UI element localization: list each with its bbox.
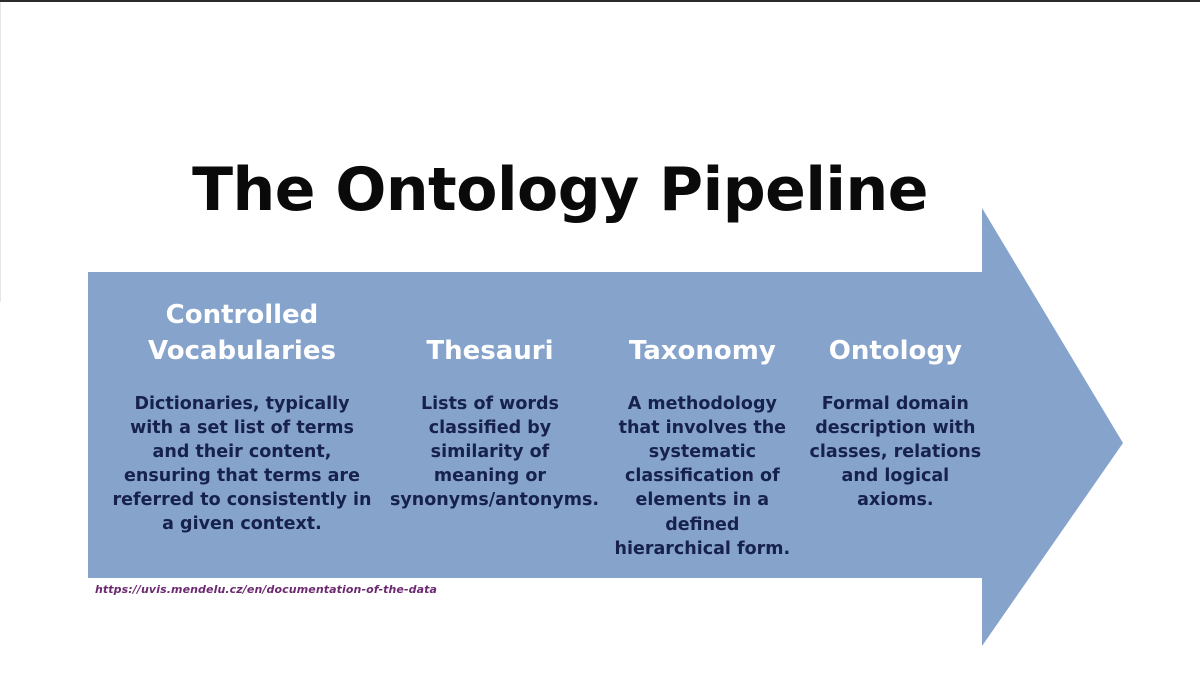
stage-heading: Controlled Vocabularies (148, 300, 336, 366)
stage-description: Lists of words classified by similarity … (389, 393, 600, 511)
stage-description: A methodology that involves the systemat… (614, 393, 791, 559)
pipeline-arrow-shape (88, 208, 1123, 646)
slide-top-border (0, 0, 1200, 2)
source-url-link[interactable]: https://uvis.mendelu.cz/en/documentation… (95, 583, 438, 596)
stage-heading: Taxonomy (628, 336, 776, 366)
pipeline-stage-ontology: Ontology Formal domain description with … (809, 272, 982, 513)
stage-heading: Ontology (828, 336, 962, 366)
stage-description: Formal domain description with classes, … (809, 393, 982, 511)
pipeline-stage-list: Controlled Vocabularies Dictionaries, ty… (88, 272, 982, 578)
arrow-polygon (88, 208, 1123, 646)
stage-heading: Thesauri (426, 336, 554, 366)
pipeline-stage-taxonomy: Taxonomy A methodology that involves the… (608, 272, 797, 561)
slide-left-border (0, 2, 1, 302)
stage-description: Dictionaries, typically with a set list … (112, 393, 372, 535)
page-title: The Ontology Pipeline (192, 155, 928, 225)
pipeline-stage-thesauri: Thesauri Lists of words classified by si… (389, 272, 600, 513)
pipeline-stage-controlled-vocabularies: Controlled Vocabularies Dictionaries, ty… (112, 272, 372, 537)
